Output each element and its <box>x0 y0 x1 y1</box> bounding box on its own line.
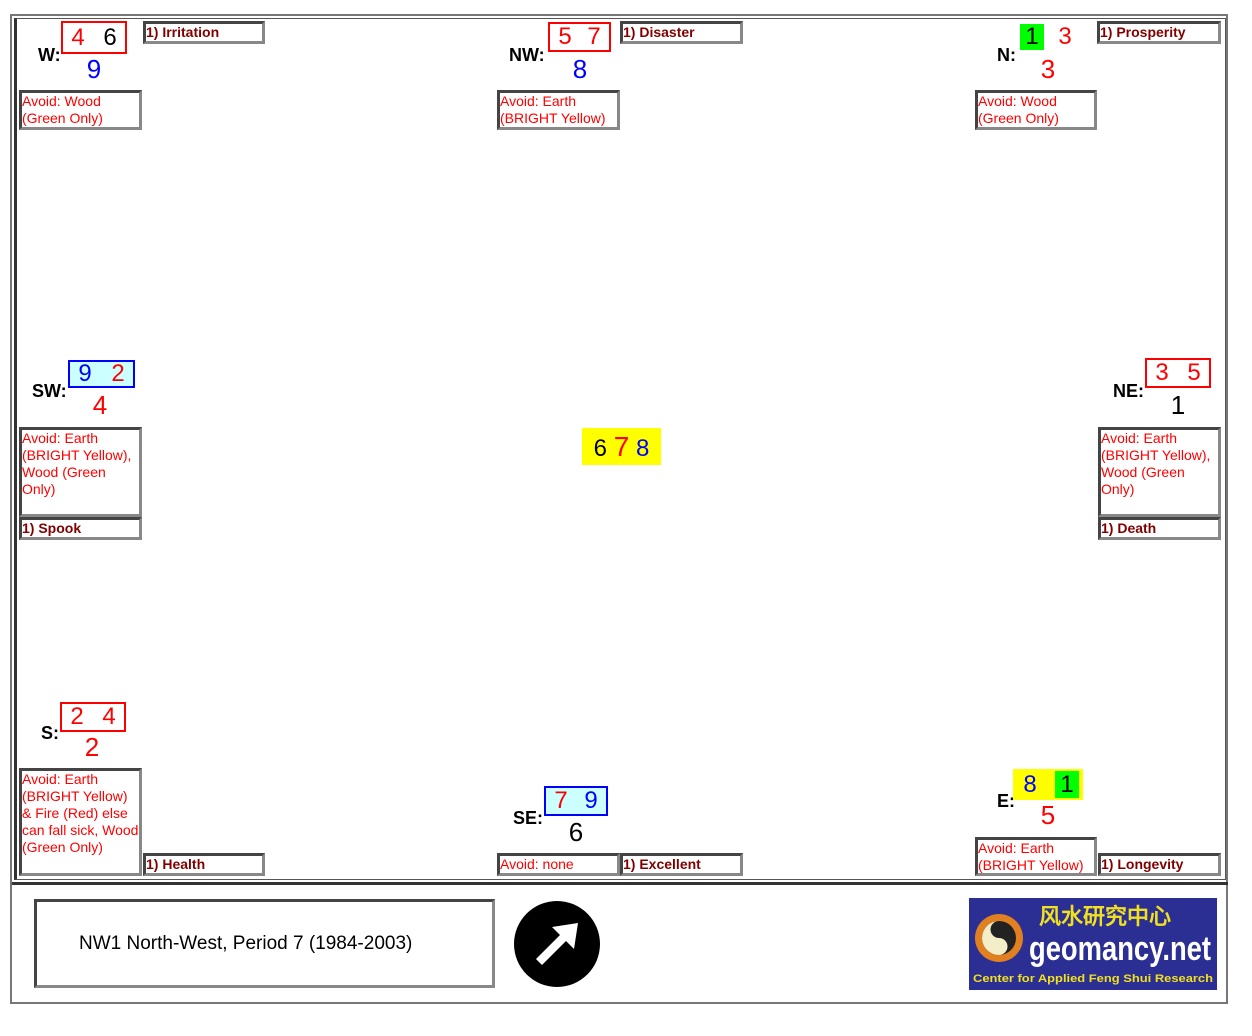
base-star: 5 <box>1040 800 1056 830</box>
direction-label: NE: <box>1113 381 1144 401</box>
star-meaning-label: 1) Spook <box>19 517 142 540</box>
avoid-note: Avoid: Wood (Green Only) <box>19 90 142 130</box>
water-star: 6 <box>103 24 117 51</box>
avoid-note: Avoid: none <box>497 853 620 876</box>
water-star: 1 <box>1055 771 1079 798</box>
center-star: 6 <box>593 435 608 462</box>
avoid-note: Avoid: Earth (BRIGHT Yellow) <box>975 837 1097 876</box>
direction-label: N: <box>997 45 1016 65</box>
mountain-star: 8 <box>1023 771 1037 798</box>
star-meaning-label: 1) Death <box>1098 517 1221 540</box>
star-meaning-label: 1) Health <box>143 853 265 876</box>
direction-label: E: <box>997 791 1015 811</box>
base-star: 2 <box>84 732 100 762</box>
logo-chinese-text: 风水研究中心 <box>1039 904 1171 930</box>
water-star: 7 <box>587 23 601 50</box>
mountain-star: 3 <box>1155 359 1169 386</box>
water-star: 2 <box>111 360 125 387</box>
center-star: 8 <box>635 435 650 462</box>
water-star: 5 <box>1187 359 1201 386</box>
footer-panel <box>12 882 1228 1004</box>
avoid-note: Avoid: Earth (BRIGHT Yellow), Wood (Gree… <box>19 427 142 517</box>
center-star: 7 <box>613 431 630 462</box>
avoid-note: Avoid: Earth (BRIGHT Yellow) <box>497 90 620 130</box>
star-meaning-label: 1) Prosperity <box>1097 21 1221 44</box>
avoid-note: Avoid: Wood (Green Only) <box>975 90 1097 130</box>
direction-label: S: <box>41 723 59 743</box>
mountain-star: 2 <box>70 703 84 730</box>
mountain-star: 5 <box>558 23 572 50</box>
arrow-northeast-icon <box>514 901 600 987</box>
base-star: 1 <box>1170 390 1186 420</box>
mountain-star: 9 <box>78 360 92 387</box>
center-palace: 6 7 8 <box>582 428 661 465</box>
base-star: 4 <box>92 390 108 420</box>
direction-label: NW: <box>509 45 545 65</box>
base-star: 8 <box>572 54 588 84</box>
outer-frame <box>10 14 1228 1004</box>
star-meaning-label: 1) Excellent <box>620 853 743 876</box>
avoid-note: Avoid: Earth (BRIGHT Yellow) & Fire (Red… <box>19 768 142 876</box>
water-star: 9 <box>584 787 598 814</box>
geomancy-logo[interactable]: 风水研究中心 geomancy.net Center for Applied F… <box>969 898 1217 990</box>
water-star: 3 <box>1058 23 1072 50</box>
avoid-note: Avoid: Earth (BRIGHT Yellow), Wood (Gree… <box>1098 427 1221 517</box>
base-star: 3 <box>1040 54 1056 84</box>
base-star: 6 <box>568 817 584 847</box>
mountain-star: 7 <box>554 787 568 814</box>
star-meaning-label: 1) Irritation <box>143 21 265 44</box>
chart-info-box: NW1 North-West, Period 7 (1984-2003) <box>34 899 495 988</box>
mountain-star: 4 <box>71 24 85 51</box>
mountain-star: 1 <box>1020 24 1044 50</box>
base-star: 9 <box>86 54 102 84</box>
star-meaning-label: 1) Disaster <box>620 21 743 44</box>
direction-label: SW: <box>32 381 67 401</box>
chart-area <box>14 18 1226 880</box>
water-star: 4 <box>102 703 116 730</box>
direction-label: W: <box>38 45 61 65</box>
logo-tagline: Center for Applied Feng Shui Research <box>973 973 1213 985</box>
logo-name: geomancy.net <box>1029 930 1211 968</box>
star-meaning-label: 1) Longevity <box>1098 853 1221 876</box>
direction-label: SE: <box>513 808 544 828</box>
